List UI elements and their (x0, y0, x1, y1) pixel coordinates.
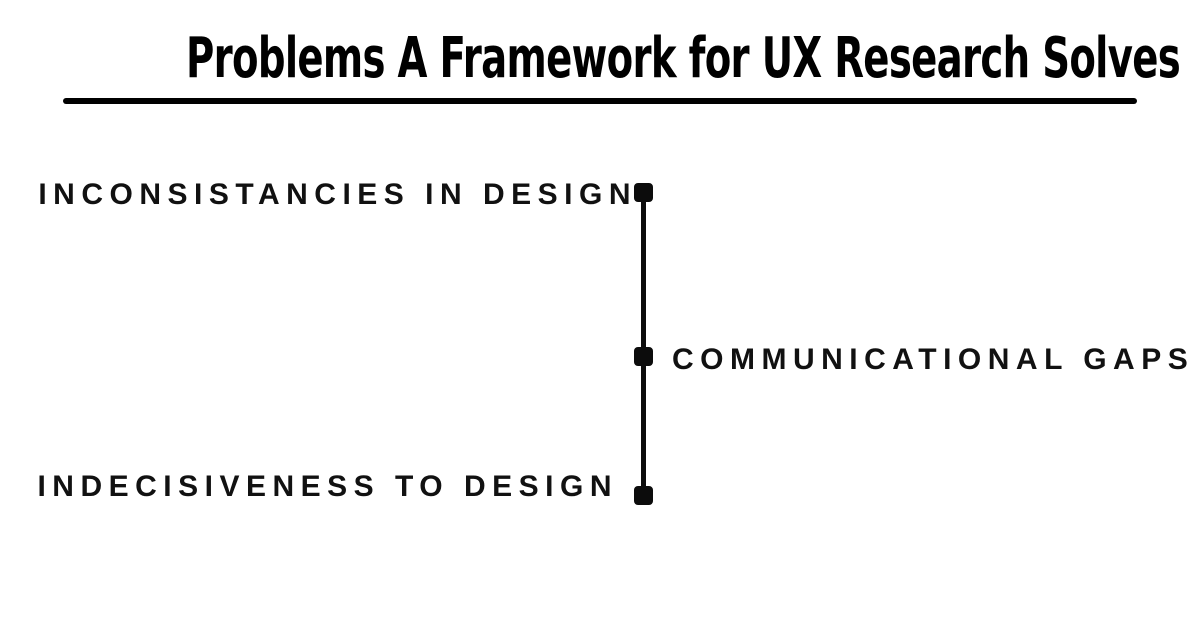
node-marker-icon (634, 486, 653, 505)
node-label-inconsistancies: INCONSISTANCIES IN DESIGN (38, 178, 637, 211)
timeline-line (641, 192, 646, 495)
node-marker-icon (634, 183, 653, 202)
node-label-communicational-gaps: COMMUNICATIONAL GAPS (672, 343, 1195, 376)
page-title: Problems A Framework for UX Research Sol… (186, 26, 1181, 91)
title-underline (63, 98, 1137, 104)
node-label-indecisiveness: INDECISIVENESS TO DESIGN (37, 470, 618, 503)
node-marker-icon (634, 347, 653, 366)
